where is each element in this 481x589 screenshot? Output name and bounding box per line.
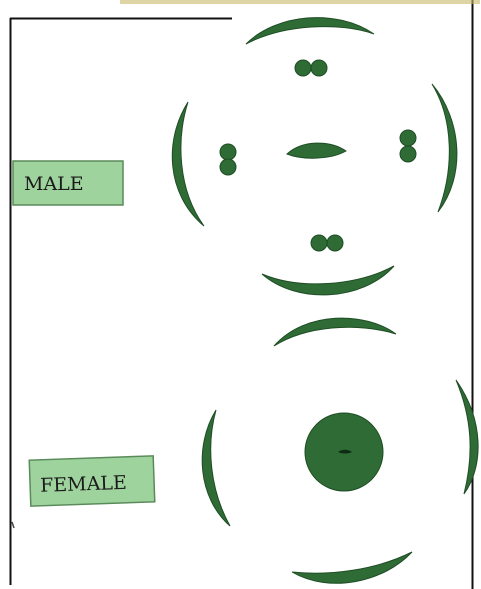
male-bottom-stamen-right bbox=[327, 235, 343, 251]
top-corner-accent bbox=[120, 0, 480, 4]
male-label: MALE bbox=[13, 161, 123, 205]
male-left-stamen-top bbox=[220, 144, 236, 160]
male-right-stamen-bottom bbox=[400, 146, 416, 162]
male-label-text: MALE bbox=[24, 173, 84, 195]
male-bottom-stamen-left bbox=[311, 235, 327, 251]
male-top-stamen-right bbox=[311, 60, 327, 76]
male-left-stamen-bottom bbox=[220, 159, 236, 175]
female-label-text: FEMALE bbox=[40, 472, 127, 497]
male-right-stamen-top bbox=[400, 130, 416, 146]
male-top-stamen-left bbox=[295, 60, 311, 76]
female-label: FEMALE bbox=[29, 456, 155, 506]
